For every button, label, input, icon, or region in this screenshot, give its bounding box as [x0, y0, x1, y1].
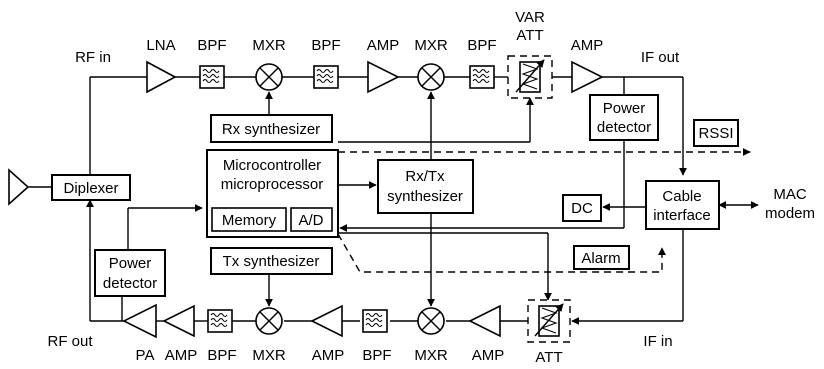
rssi-block: RSSI	[693, 119, 739, 147]
label-rx-bpf-3: BPF	[467, 37, 496, 54]
label-pa: PA	[136, 347, 155, 364]
label-tx-amp-3: AMP	[472, 347, 505, 364]
microprocessor-label: microprocessor	[221, 176, 324, 193]
ad-label: A/D	[298, 212, 323, 229]
label-rx-mxr-2: MXR	[414, 37, 448, 54]
memory-label: Memory	[222, 212, 277, 229]
label-rx-amp-2: AMP	[571, 37, 604, 54]
tx-power-label: Power	[109, 255, 152, 272]
tx-chain: PA AMP BPF MXR AMP BPF MXR AMP ATT RF ou…	[47, 299, 673, 366]
cable-interface-block: Cable interface	[645, 180, 720, 230]
cable-label: Cable	[662, 188, 701, 205]
rx-bpf-1	[199, 65, 225, 89]
microcontroller-block: Microcontroller microprocessor Memory A/…	[206, 149, 339, 238]
label-tx-att: ATT	[535, 349, 562, 366]
rx-var-att	[507, 55, 553, 99]
diplexer-block: Diplexer	[51, 174, 131, 201]
label-tx-amp-2: AMP	[312, 347, 345, 364]
label-rx-bpf-1: BPF	[197, 37, 226, 54]
tx-bpf-1	[207, 309, 233, 333]
rx-bpf-3	[469, 65, 495, 89]
dc-label: DC	[571, 200, 593, 217]
label-tx-mxr-2: MXR	[414, 347, 448, 364]
alarm-label: Alarm	[581, 250, 620, 267]
label-rx-mxr-1: MXR	[252, 37, 286, 54]
tx-amp-1	[162, 304, 195, 338]
tx-synthesizer-label: Tx synthesizer	[223, 253, 320, 270]
modem-label: modem	[765, 205, 815, 222]
tx-mixer-1	[255, 307, 283, 335]
label-rx-amp-1: AMP	[367, 37, 400, 54]
mac-modem-label-group: MAC modem	[765, 186, 815, 222]
tx-synthesizer-block: Tx synthesizer	[210, 247, 333, 275]
rx-amp-1	[367, 60, 400, 94]
label-if-out: IF out	[641, 49, 680, 66]
rx-detector-label: detector	[597, 119, 651, 136]
rssi-label: RSSI	[698, 125, 733, 142]
label-tx-bpf-1: BPF	[207, 347, 236, 364]
lna-amplifier	[146, 60, 177, 94]
rx-mixer-2	[417, 63, 445, 91]
mac-label: MAC	[773, 186, 807, 203]
label-tx-bpf-2: BPF	[362, 347, 391, 364]
diplexer-label: Diplexer	[63, 180, 118, 197]
tx-mixer-2	[417, 307, 445, 335]
label-tx-mxr-1: MXR	[252, 347, 286, 364]
rx-amp-2	[571, 60, 604, 94]
rx-synthesizer-label: Rx synthesizer	[222, 121, 320, 138]
label-rf-in: RF in	[75, 49, 111, 66]
tx-bpf-2	[362, 309, 388, 333]
dc-block: DC	[562, 194, 602, 222]
label-if-in: IF in	[643, 333, 672, 350]
rxtx-synthesizer-block: Rx/Tx synthesizer	[377, 159, 474, 214]
tx-detector-label: detector	[103, 275, 157, 292]
tx-amp-3	[468, 304, 501, 338]
label-rx-bpf-2: BPF	[311, 37, 340, 54]
rx-power-label: Power	[603, 100, 646, 117]
label-tx-amp-1: AMP	[165, 347, 198, 364]
alarm-block: Alarm	[573, 245, 630, 270]
tx-power-detector-block: Power detector	[94, 249, 166, 297]
interface-label: interface	[653, 207, 711, 224]
tx-att	[527, 299, 571, 343]
tx-amp-2	[310, 304, 343, 338]
microcontroller-label: Microcontroller	[223, 157, 321, 174]
label-lna: LNA	[146, 37, 175, 54]
label-var: VAR	[515, 9, 545, 26]
rxtx-synthesizer-label: synthesizer	[387, 188, 463, 205]
antenna-icon	[8, 168, 30, 206]
rxtx-label: Rx/Tx	[405, 168, 445, 185]
label-rf-out: RF out	[47, 333, 93, 350]
rx-power-detector-block: Power detector	[589, 94, 659, 141]
rx-chain: LNA BPF MXR BPF AMP MXR BPF VAR ATT AMP …	[75, 9, 680, 99]
label-att: ATT	[516, 27, 543, 44]
wiring	[28, 76, 759, 325]
rx-mixer-1	[255, 63, 283, 91]
rx-bpf-2	[313, 65, 339, 89]
pa-amplifier	[122, 303, 157, 339]
rx-synthesizer-block: Rx synthesizer	[210, 114, 333, 143]
